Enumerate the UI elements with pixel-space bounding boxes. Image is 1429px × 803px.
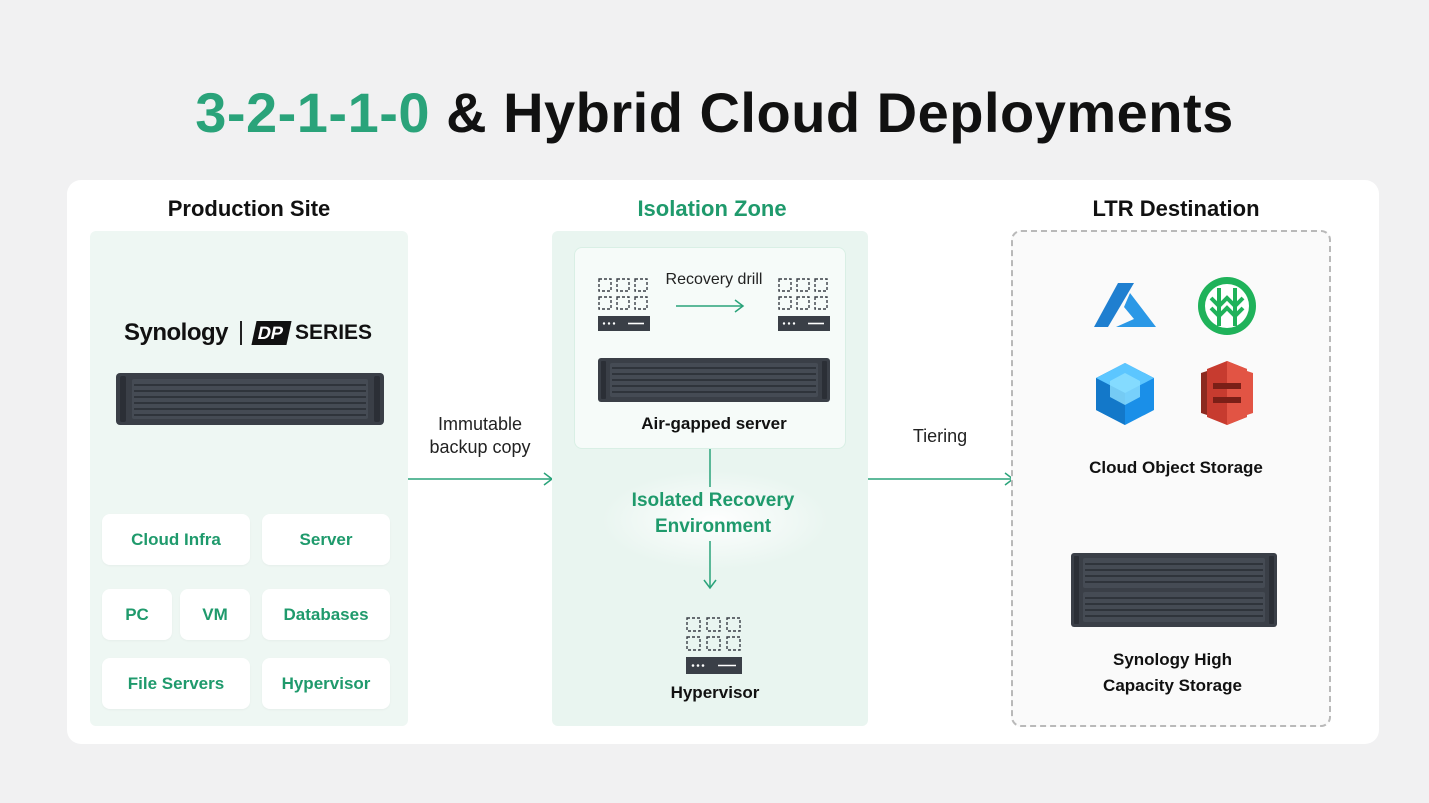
- brand-divider: [240, 321, 243, 345]
- c2-storage-icon: [1096, 363, 1154, 425]
- hcs-line1: Synology High: [1113, 650, 1232, 669]
- ire-glow: [600, 470, 830, 570]
- hypervisor-label: Hypervisor: [670, 683, 760, 702]
- immutable-backup-arrow: [408, 472, 554, 486]
- chip-vm: VM: [180, 589, 250, 640]
- tiering-arrow: [868, 472, 1015, 486]
- hypervisor-icon: [686, 617, 742, 674]
- title-rest: & Hybrid Cloud Deployments: [446, 81, 1234, 144]
- wasabi-icon: [1198, 277, 1256, 335]
- air-gapped-box: [574, 247, 846, 449]
- recovery-drill-arrow: [676, 299, 745, 313]
- synology-dp-series-logo: Synology DP SERIES: [124, 315, 384, 351]
- ire-line2: Environment: [654, 516, 772, 537]
- brand-series-label: SERIES: [295, 321, 373, 344]
- brand-series-badge: DP: [251, 321, 292, 345]
- ltr-destination-heading: LTR Destination: [1092, 196, 1260, 221]
- chip-hypervisor: Hypervisor: [262, 658, 390, 709]
- high-capacity-storage-icon: [1071, 553, 1277, 627]
- chip-server: Server: [262, 514, 390, 565]
- azure-icon: [1094, 283, 1156, 327]
- amazon-s3-icon: [1201, 361, 1253, 425]
- air-gapped-server-label: Air-gapped server: [641, 414, 787, 433]
- production-site-panel: [90, 231, 408, 726]
- dp-series-server-icon: [116, 373, 384, 425]
- chip-file-servers: File Servers: [102, 658, 250, 709]
- chip-cloud-infra: Cloud Infra: [102, 514, 250, 565]
- immutable-backup-label: Immutable backup copy: [410, 413, 550, 459]
- production-site-heading: Production Site: [167, 196, 331, 221]
- immutable-line2: backup copy: [429, 437, 531, 457]
- high-capacity-storage-label: Synology High Capacity Storage: [1050, 647, 1295, 699]
- brand-name: Synology: [124, 319, 229, 346]
- source-server-icon: [598, 278, 650, 331]
- page-title: 3-2-1-1-0 & Hybrid Cloud Deployments: [0, 80, 1429, 145]
- hcs-line2: Capacity Storage: [1103, 676, 1242, 695]
- ltr-destination-panel: [1011, 230, 1331, 727]
- isolation-zone-heading: Isolation Zone: [637, 196, 787, 221]
- ire-line1: Isolated Recovery: [631, 490, 795, 511]
- ire-connector-line: [703, 449, 717, 590]
- chip-pc: PC: [102, 589, 172, 640]
- recovery-drill-label: Recovery drill: [665, 271, 763, 288]
- air-gapped-server-icon: [598, 358, 830, 402]
- cloud-object-storage-label: Cloud Object Storage: [1089, 458, 1263, 477]
- isolated-recovery-environment-label: Isolated Recovery Environment: [590, 488, 836, 540]
- target-server-icon: [778, 278, 830, 331]
- immutable-line1: Immutable: [437, 414, 523, 434]
- title-accent: 3-2-1-1-0: [195, 81, 431, 144]
- chip-databases: Databases: [262, 589, 390, 640]
- tiering-label: Tiering: [912, 426, 968, 446]
